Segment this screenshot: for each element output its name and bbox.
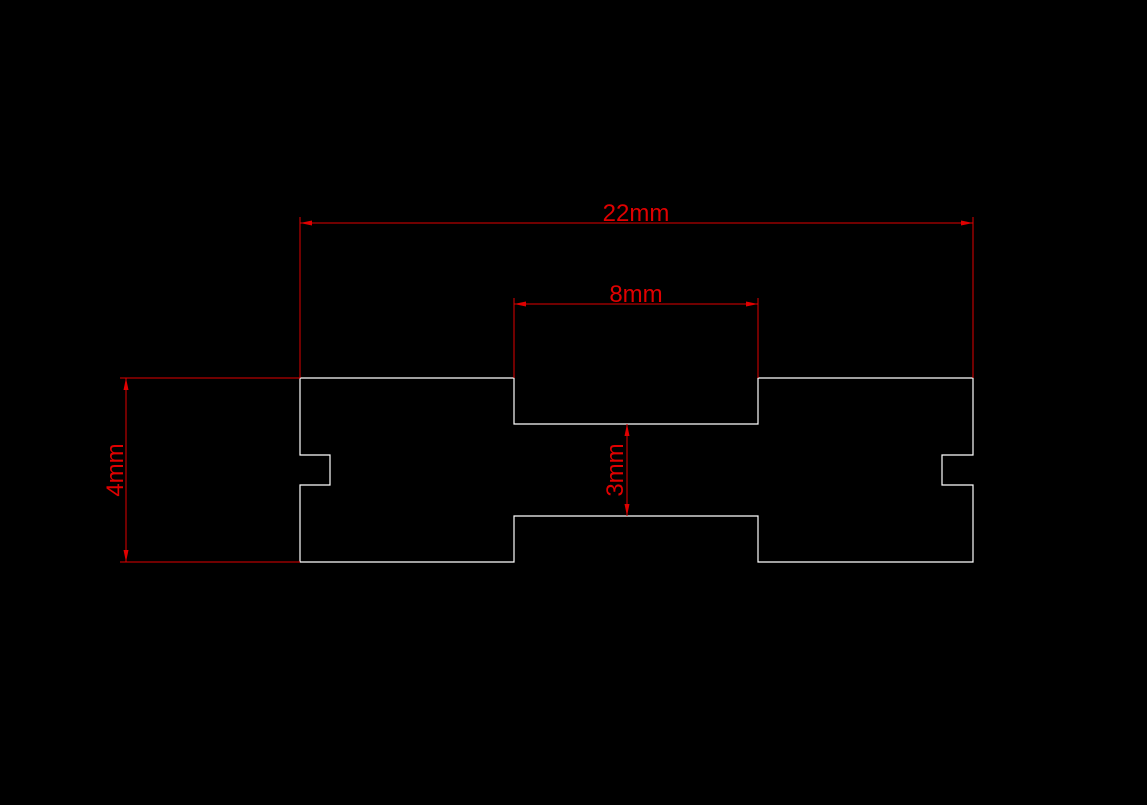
dimension-label-8mm: 8mm: [609, 281, 662, 308]
dimension-label-4mm: 4mm: [102, 443, 129, 496]
arrow-icon: [961, 220, 973, 226]
arrow-icon: [514, 301, 526, 307]
arrow-icon: [624, 424, 630, 436]
arrow-icon: [123, 378, 129, 390]
arrow-icon: [300, 220, 312, 226]
arrow-icon: [624, 504, 630, 516]
dimension-label-3mm: 3mm: [602, 443, 629, 496]
dimension-overall-height: 4mm: [102, 377, 300, 563]
arrow-icon: [123, 550, 129, 562]
arrow-icon: [746, 301, 758, 307]
dimension-top-slot-width: 8mm: [513, 281, 759, 378]
dimension-label-22mm: 22mm: [603, 200, 670, 227]
dimension-web-thickness: 3mm: [602, 424, 630, 516]
dimension-overall-width: 22mm: [299, 200, 974, 378]
part-outline: [299, 377, 974, 563]
